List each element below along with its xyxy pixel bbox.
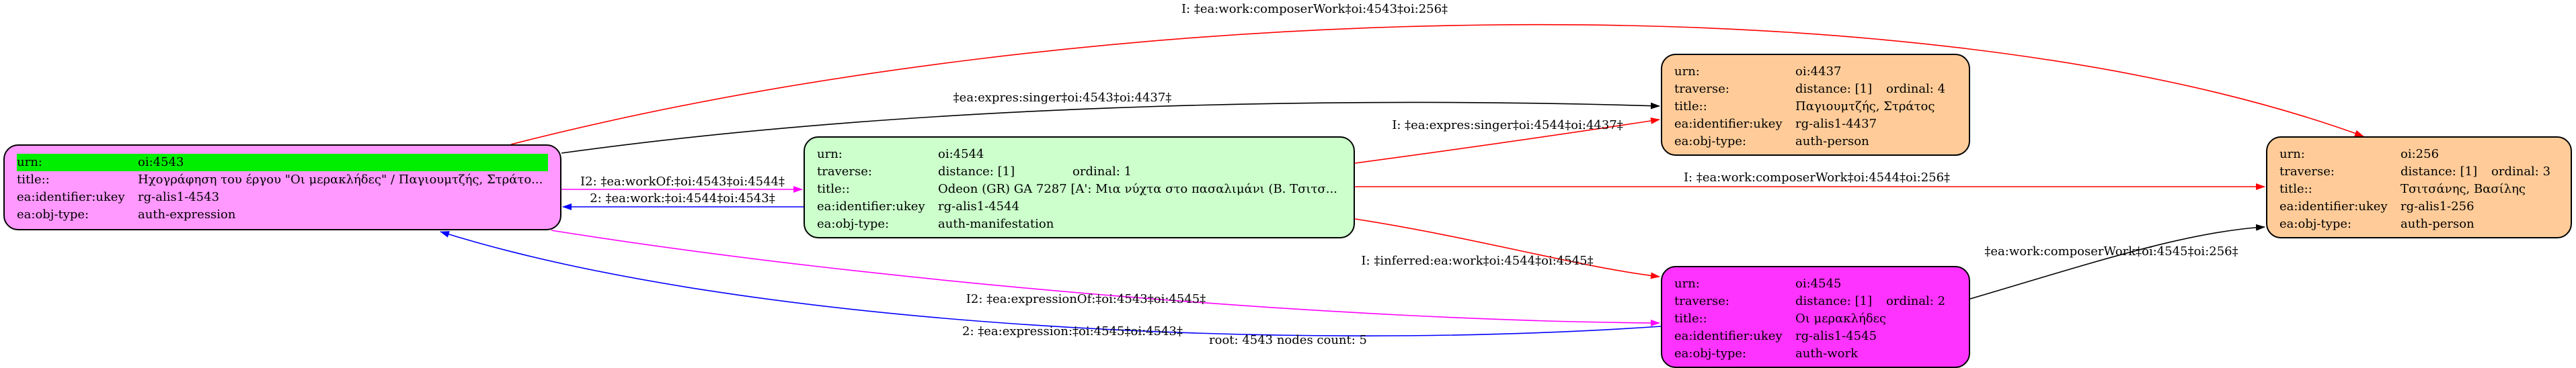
- urn-key: urn:: [1674, 277, 1700, 291]
- urn-value: oi:4543: [138, 154, 548, 171]
- edge-label-singer-4543-4437: ‡ea:expres:singer‡oi:4543‡oi:4437‡: [953, 91, 1172, 105]
- title-value: Τσιτσάνης, Βασίλης: [2401, 182, 2526, 196]
- node-traverse-row: traverse: distance: [1] ordinal: 2: [1674, 293, 1957, 310]
- node-title-row: title:: Τσιτσάνης, Βασίλης: [2279, 181, 2559, 198]
- urn-value: oi:4544: [938, 147, 984, 161]
- traverse-ordinal: ordinal: 3: [2491, 165, 2551, 179]
- node-objtype-row: ea:obj-type: auth-person: [2279, 216, 2559, 233]
- objtype-key: ea:obj-type:: [817, 217, 890, 231]
- node-urn-row: urn: oi:4543: [17, 154, 548, 171]
- objtype-value: auth-expression: [138, 208, 236, 222]
- urn-key: urn:: [2279, 147, 2305, 161]
- urn-key: urn:: [17, 154, 138, 171]
- edge-composer-4543-256: [510, 24, 2364, 145]
- ukey-key: ea:identifier:ukey: [1674, 117, 1783, 131]
- traverse-key: traverse:: [1674, 294, 1729, 308]
- edge-composer-4545-256: [1969, 224, 2265, 300]
- node-oi-4437[interactable]: urn: oi:4437 traverse: distance: [1] ord…: [1661, 54, 1970, 156]
- node-title-row: title:: Οι μερακλήδες: [1674, 310, 1957, 328]
- node-ukey-row: ea:identifier:ukey rg-alis1-4544: [817, 198, 1341, 216]
- node-oi-4543[interactable]: urn: oi:4543 title:: Ηχογράφηση του έργο…: [3, 144, 561, 230]
- edge-label-composer-4544-256: I: ‡ea:work:composerWork‡oi:4544‡oi:256‡: [1684, 171, 1950, 185]
- node-title-row: title:: Παγιουμτζής, Στράτος: [1674, 98, 1957, 116]
- urn-value: oi:4545: [1795, 277, 1842, 291]
- edge-expressionof-4543-4545: [551, 230, 1660, 326]
- objtype-key: ea:obj-type:: [2279, 217, 2352, 231]
- ukey-value: rg-alis1-4544: [938, 199, 1020, 214]
- objtype-value: auth-person: [1795, 134, 1869, 148]
- urn-key: urn:: [817, 147, 843, 161]
- traverse-ordinal: ordinal: 2: [1886, 294, 1946, 308]
- node-oi-256[interactable]: urn: oi:256 traverse: distance: [1] ordi…: [2266, 136, 2572, 238]
- traverse-key: traverse:: [817, 165, 872, 179]
- traverse-distance: distance: [1]: [1795, 82, 1873, 96]
- node-ukey-row: ea:identifier:ukey rg-alis1-256: [2279, 198, 2559, 216]
- edge-label-singer-4544-4437: I: ‡ea:expres:singer‡oi:4544‡oi:4437‡: [1392, 118, 1623, 132]
- title-key: title::: [1674, 312, 1707, 326]
- ukey-value: rg-alis1-4543: [138, 190, 220, 204]
- traverse-distance: distance: [1]: [938, 165, 1015, 179]
- edge-label-workof-4543-4544: I2: ‡ea:workOf:‡oi:4543‡oi:4544‡: [580, 175, 785, 189]
- node-objtype-row: ea:obj-type: auth-expression: [17, 206, 548, 224]
- title-key: title::: [17, 173, 50, 187]
- node-traverse-row: traverse: distance: [1] ordinal: 4: [1674, 81, 1957, 98]
- node-traverse-row: traverse: distance: [1] ordinal: 3: [2279, 163, 2559, 181]
- edge-label-expressionof-4543-4545: I2: ‡ea:expressionOf:‡oi:4543‡oi:4545‡: [966, 292, 1206, 306]
- node-ukey-row: ea:identifier:ukey rg-alis1-4437: [1674, 116, 1957, 133]
- ukey-key: ea:identifier:ukey: [1674, 329, 1783, 343]
- edge-singer-4544-4437: [1354, 118, 1660, 164]
- node-oi-4544[interactable]: urn: oi:4544 traverse: distance: [1] ord…: [804, 136, 1355, 238]
- node-traverse-row: traverse: distance: [1] ordinal: 1: [817, 163, 1341, 181]
- objtype-value: auth-manifestation: [938, 217, 1054, 231]
- edge-label-composer-4545-256: ‡ea:work:composerWork‡oi:4545‡oi:256‡: [1984, 244, 2238, 259]
- ukey-key: ea:identifier:ukey: [2279, 199, 2388, 214]
- urn-value: oi:4437: [1795, 64, 1842, 79]
- ukey-key: ea:identifier:ukey: [17, 190, 125, 204]
- title-value: Παγιουμτζής, Στράτος: [1795, 99, 1935, 113]
- node-urn-row: urn: oi:4437: [1674, 63, 1957, 81]
- urn-value: oi:256: [2401, 147, 2440, 161]
- urn-key: urn:: [1674, 64, 1700, 79]
- node-urn-row: urn: oi:4544: [817, 146, 1341, 163]
- node-objtype-row: ea:obj-type: auth-manifestation: [817, 216, 1341, 233]
- title-key: title::: [1674, 99, 1707, 113]
- objtype-key: ea:obj-type:: [1674, 134, 1747, 148]
- ukey-value: rg-alis1-4437: [1795, 117, 1877, 131]
- title-key: title::: [2279, 182, 2312, 196]
- traverse-distance: distance: [1]: [1795, 294, 1873, 308]
- title-value: Ηχογράφηση του έργου "Οι μερακλήδες" / Π…: [138, 173, 543, 187]
- traverse-key: traverse:: [1674, 82, 1729, 96]
- edge-label-composer-4543-256: I: ‡ea:work:composerWork‡oi:4543‡oi:256‡: [1181, 2, 1448, 16]
- node-urn-row: urn: oi:256: [2279, 146, 2559, 163]
- edge-label-work-4544-4543: 2: ‡ea:work:‡oi:4544‡oi:4543‡: [590, 191, 775, 205]
- ukey-key: ea:identifier:ukey: [817, 199, 925, 214]
- traverse-key: traverse:: [2279, 165, 2335, 179]
- objtype-key: ea:obj-type:: [17, 208, 89, 222]
- graph-canvas: I: ‡ea:work:composerWork‡oi:4543‡oi:256‡…: [440, 2, 2364, 338]
- title-value: Odeon (GR) GA 7287 [A': Μια νύχτα στο πα…: [938, 182, 1337, 196]
- objtype-value: auth-person: [2401, 217, 2474, 231]
- graph-footer: root: 4543 nodes count: 5: [1209, 333, 1367, 347]
- node-title-row: title:: Odeon (GR) GA 7287 [A': Μια νύχτ…: [817, 181, 1341, 198]
- edge-label-expression-4545-4543: 2: ‡ea:expression:‡oi:4545‡oi:4543‡: [962, 324, 1183, 338]
- objtype-value: auth-work: [1795, 347, 1858, 361]
- node-title-row: title:: Ηχογράφηση του έργου "Οι μερακλή…: [17, 171, 548, 189]
- objtype-key: ea:obj-type:: [1674, 347, 1747, 361]
- title-value: Οι μερακλήδες: [1795, 312, 1886, 326]
- edge-expression-4545-4543: [440, 231, 1662, 336]
- node-ukey-row: ea:identifier:ukey rg-alis1-4543: [17, 189, 548, 206]
- ukey-value: rg-alis1-256: [2401, 199, 2474, 214]
- traverse-ordinal: ordinal: 1: [1072, 165, 1132, 179]
- traverse-ordinal: ordinal: 4: [1886, 82, 1946, 96]
- edge-inferred-4544-4545: [1354, 218, 1660, 279]
- edge-label-inferred-4544-4545: I: ‡inferred:ea:work‡oi:4544‡oi:4545‡: [1361, 254, 1593, 268]
- node-ukey-row: ea:identifier:ukey rg-alis1-4545: [1674, 328, 1957, 345]
- title-key: title::: [817, 182, 850, 196]
- node-urn-row: urn: oi:4545: [1674, 275, 1957, 293]
- node-oi-4545[interactable]: urn: oi:4545 traverse: distance: [1] ord…: [1661, 266, 1970, 368]
- node-objtype-row: ea:obj-type: auth-work: [1674, 345, 1957, 363]
- edge-singer-4543-4437: [561, 101, 1660, 154]
- node-objtype-row: ea:obj-type: auth-person: [1674, 133, 1957, 150]
- traverse-distance: distance: [1]: [2401, 165, 2478, 179]
